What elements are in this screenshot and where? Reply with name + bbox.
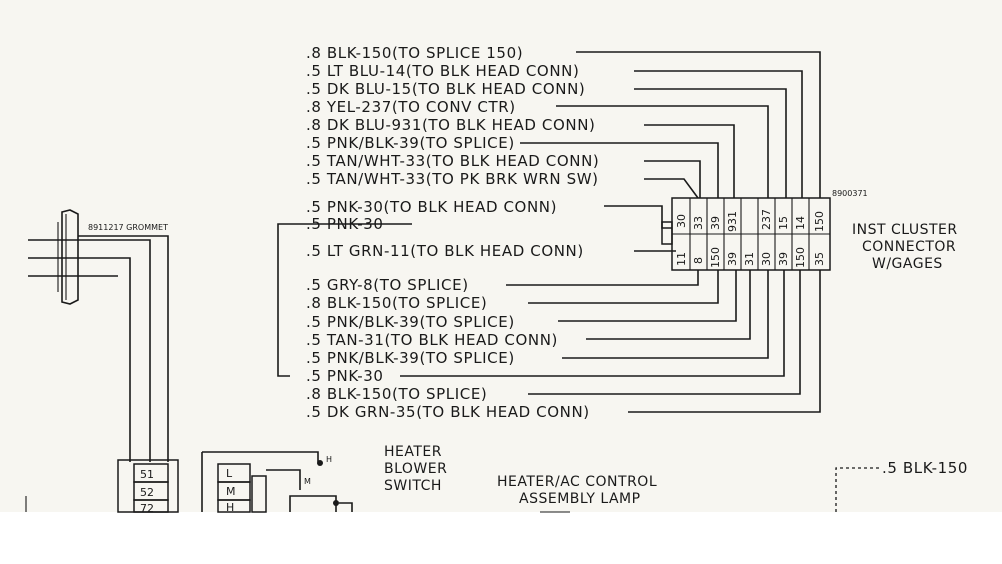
switch-label-line: BLOWER <box>384 461 447 477</box>
wire-lines-top <box>520 51 821 199</box>
wire-label: .5 PNK-30 <box>306 367 384 385</box>
pin-label: 14 <box>794 216 807 230</box>
diagram-paper <box>0 0 1002 512</box>
left-pin-51: 51 <box>140 468 154 481</box>
wire-label: .5 PNK/BLK-39(TO SPLICE) <box>306 349 515 367</box>
switch-position: H <box>226 501 234 514</box>
switch-terminal: H <box>326 455 332 464</box>
pin-label: 8 <box>692 257 705 264</box>
wire-label: .8 BLK-150(TO SPLICE) <box>306 385 487 403</box>
left-pin-52: 52 <box>140 486 154 499</box>
pin-label: 39 <box>726 252 739 266</box>
pin-label: 150 <box>813 211 826 232</box>
wire-label: .5 PNK/BLK-39(TO SPLICE) <box>306 134 515 152</box>
switch-label-line: HEATER <box>384 444 442 460</box>
pin-label: 11 <box>675 252 688 266</box>
switch-position: L <box>226 467 233 480</box>
pin-label: 35 <box>813 252 826 266</box>
switch-terminal: M <box>304 477 311 486</box>
connector-label-line: INST CLUSTER <box>852 222 958 238</box>
pin-label: 39 <box>777 252 790 266</box>
grommet-label: 8911217 GROMMET <box>88 223 168 232</box>
switch-label-line: SWITCH <box>384 478 442 494</box>
wire-labels-bottom: .5 GRY-8(TO SPLICE) .8 BLK-150(TO SPLICE… <box>306 276 590 421</box>
heater-blower-switch: L M H H M <box>201 451 353 514</box>
pin-label: 31 <box>743 252 756 266</box>
wire-label: .5 DK GRN-35(TO BLK HEAD CONN) <box>306 403 590 421</box>
connector-label-line: W/GAGES <box>872 256 943 272</box>
pin-label: 931 <box>726 211 739 232</box>
wire-lines-bottom <box>400 270 821 413</box>
pin-label: 150 <box>794 247 807 268</box>
connector-top-pins: 30 33 39 931 237 15 14 150 <box>675 209 826 232</box>
right-dashed-wire <box>835 467 880 512</box>
wire-labels-top: .8 BLK-150(TO SPLICE 150) .5 LT BLU-14(T… <box>306 44 599 188</box>
wire-label: .8 DK BLU-931(TO BLK HEAD CONN) <box>306 116 596 134</box>
wire-label: .5 TAN-31(TO BLK HEAD CONN) <box>306 331 558 349</box>
wire-label: .5 TAN/WHT-33(TO PK BRK WRN SW) <box>306 170 599 188</box>
wire-lines-mid <box>277 205 676 377</box>
left-pin-72: 72 <box>140 502 154 515</box>
harness-wires <box>28 235 169 462</box>
wire-label: .8 BLK-150(TO SPLICE 150) <box>306 44 523 62</box>
inst-cluster-connector <box>661 197 831 271</box>
wire-label: .5 TAN/WHT-33(TO BLK HEAD CONN) <box>306 152 599 170</box>
switch-position: M <box>226 485 236 498</box>
connector-part-number: 8900371 <box>832 189 868 198</box>
connector-bottom-pins: 11 8 150 39 31 30 39 150 35 <box>675 247 826 268</box>
pin-label: 39 <box>709 216 722 230</box>
wire-label: .8 BLK-150(TO SPLICE) <box>306 294 487 312</box>
right-wire-label: .5 BLK-150 <box>882 459 968 477</box>
grommet <box>57 209 79 305</box>
wire-label: .5 PNK/BLK-39(TO SPLICE) <box>306 313 515 331</box>
wire-label: .5 LT GRN-11(TO BLK HEAD CONN) <box>306 242 584 260</box>
lamp-label-line: ASSEMBLY LAMP <box>519 491 641 507</box>
pin-label: 33 <box>692 216 705 230</box>
wire-label: .5 GRY-8(TO SPLICE) <box>306 276 469 294</box>
wire-label: .5 DK BLU-15(TO BLK HEAD CONN) <box>306 80 585 98</box>
wire-label: .8 YEL-237(TO CONV CTR) <box>306 98 516 116</box>
pin-label: 30 <box>760 252 773 266</box>
lamp-label-line: HEATER/AC CONTROL <box>497 474 657 490</box>
pin-label: 237 <box>760 209 773 230</box>
pin-label: 150 <box>709 247 722 268</box>
pin-label: 15 <box>777 216 790 230</box>
pin-label: 30 <box>675 214 688 228</box>
connector-label-line: CONNECTOR <box>862 239 956 255</box>
wire-label: .5 PNK-30(TO BLK HEAD CONN) <box>306 198 557 216</box>
left-connector: 51 52 72 <box>117 459 179 515</box>
wire-label: .5 LT BLU-14(TO BLK HEAD CONN) <box>306 62 579 80</box>
